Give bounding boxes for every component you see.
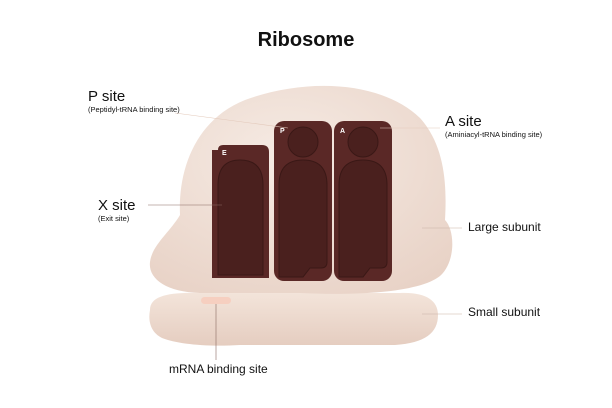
x-site-label: X site (Exit site) [98,198,136,223]
p-site-description: (Peptidyl-tRNA binding site) [88,105,180,114]
p-slot-letter: P [280,128,285,135]
p-site-leader [174,112,289,129]
p-site-circle [287,126,319,158]
e-site-inner [217,159,264,276]
large-subunit-label: Large subunit [468,220,541,234]
small-subunit-label: Small subunit [468,305,541,319]
e-slot-letter: E [222,150,227,157]
a-site-circle [347,126,379,158]
p-site-name: P site [88,88,126,105]
a-slot-letter: A [340,128,345,135]
p-site-inner [278,159,328,278]
a-site-inner [338,159,388,278]
x-site-description: (Exit site) [98,214,130,223]
mrna-binding-site-marker [201,297,231,304]
a-site-label: A site (Aminiacyl-tRNA binding site) [445,114,542,139]
diagram-title: Ribosome [257,29,355,51]
a-site-name: A site [445,113,482,130]
p-site-label: P site (Peptidyl-tRNA binding site) [88,89,180,114]
x-site-name: X site [98,197,136,214]
small-subunit-shape [149,292,438,346]
mrna-binding-site-label: mRNA binding site [169,362,268,376]
a-site-description: (Aminiacyl-tRNA binding site) [445,130,543,139]
